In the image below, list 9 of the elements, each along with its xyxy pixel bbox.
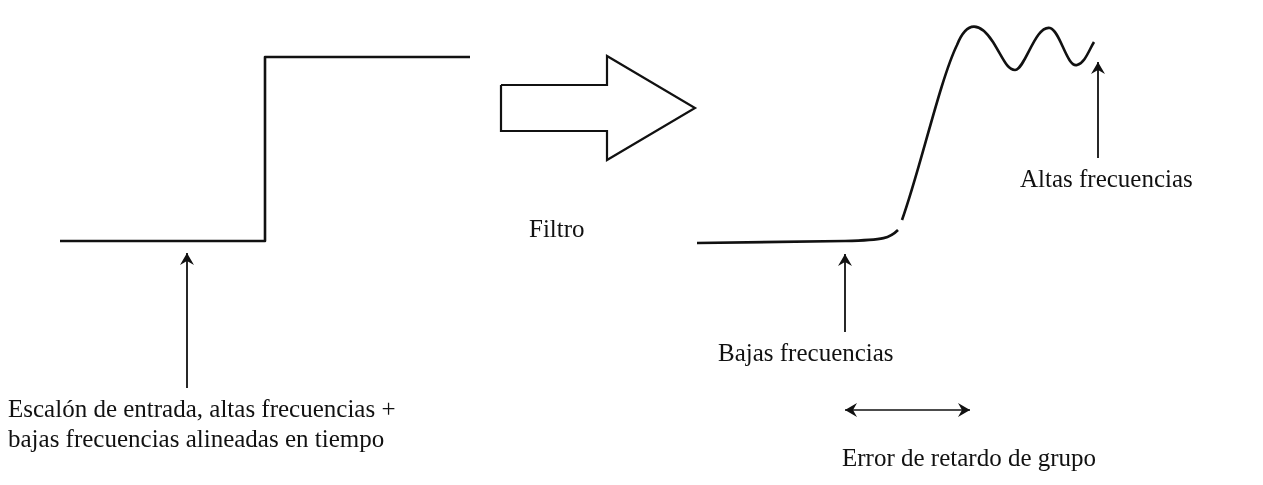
caption-text: Bajas frecuencias [718, 338, 968, 370]
step-signal-drawing [58, 55, 473, 245]
leader-arrow [838, 253, 852, 333]
caption-text: Altas frecuencias [1020, 164, 1260, 196]
block-arrow [499, 54, 698, 162]
leader-arrow [1091, 61, 1105, 159]
leader-arrow [180, 252, 194, 389]
caption-text: Error de retardo de grupo [842, 443, 1097, 473]
caption-text: Escalón de entrada, altas frecuencias + bajas frecuencias alineadas en tiempo [8, 394, 400, 456]
